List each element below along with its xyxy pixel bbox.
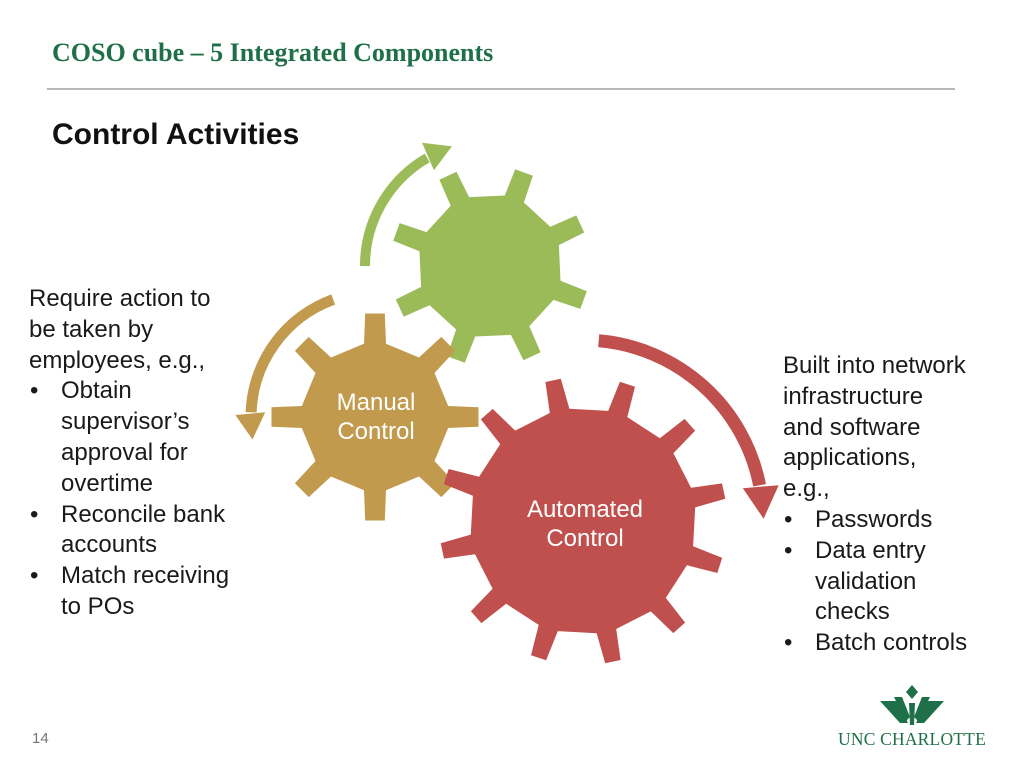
intro-line: Require action to — [29, 285, 211, 312]
manual-control-description: Require action to be taken by employees,… — [29, 284, 284, 623]
list-item: Data entry validation checks — [783, 536, 1013, 628]
logo-wordmark: UNC CHARLOTTE — [838, 729, 986, 749]
gear-automated — [440, 378, 726, 664]
logo-leaf — [906, 685, 918, 699]
intro-line: Built into network — [783, 352, 966, 379]
gear-automated-label-line2: Control — [546, 525, 623, 552]
bullet-line: supervisor’s — [61, 408, 190, 436]
bullet-line: to POs — [61, 592, 135, 620]
bullet-line: Reconcile bank — [61, 500, 226, 528]
logo-leaf — [880, 701, 908, 723]
bullet-line: Obtain — [61, 377, 132, 405]
bullet-line: approval for — [61, 438, 188, 466]
list-item: Batch controls — [783, 628, 1013, 659]
bullet-line: validation — [815, 567, 917, 595]
automated-control-description: Built into network infrastructure and so… — [783, 351, 1013, 659]
intro-line: infrastructure — [783, 382, 924, 410]
list-item: Obtain supervisor’s approval for overtim… — [29, 376, 284, 499]
bullet-line: overtime — [61, 469, 154, 497]
bullet-line: Data entry — [815, 536, 926, 564]
intro-line: be taken by — [29, 315, 154, 343]
arrow-green — [360, 142, 452, 267]
bullet-line: Batch controls — [815, 629, 968, 657]
arrow-red — [598, 334, 779, 519]
bullet-list: Passwords Data entry validation checks B… — [783, 505, 1013, 659]
logo-leaf — [914, 697, 930, 721]
intro-line: e.g., — [783, 475, 830, 503]
list-item: Match receiving to POs — [29, 561, 284, 623]
crown-icon — [880, 685, 944, 725]
title-divider — [47, 88, 955, 90]
arrow-green-arc — [360, 153, 430, 267]
list-item: Passwords — [783, 505, 1013, 536]
gear-manual-label-line1: Manual — [337, 389, 416, 416]
bullet-line: Match receiving — [61, 562, 230, 590]
section-heading: Control Activities — [52, 118, 300, 151]
bullet-list: Obtain supervisor’s approval for overtim… — [29, 376, 284, 622]
logo-leaf — [909, 703, 915, 725]
bullet-line: accounts — [61, 531, 158, 559]
intro-line: and software — [783, 413, 921, 441]
bullet-line: checks — [815, 598, 890, 626]
page-number: 14 — [32, 730, 49, 747]
bullet-line: Passwords — [815, 505, 933, 533]
intro-line: employees, e.g., — [29, 346, 206, 374]
intro-line: applications, — [783, 444, 917, 472]
arrow-red-arc — [598, 334, 766, 487]
unc-charlotte-logo: UNC CHARLOTTE — [832, 683, 992, 753]
slide-title: COSO cube – 5 Integrated Components — [52, 38, 494, 67]
gear-top — [393, 169, 587, 363]
gear-manual-label-line2: Control — [337, 418, 414, 445]
logo-leaf — [916, 701, 944, 723]
arrow-red-head — [742, 485, 779, 519]
gear-automated-label-line1: Automated — [527, 496, 643, 523]
gear-manual — [271, 313, 479, 521]
list-item: Reconcile bank accounts — [29, 500, 284, 562]
arrow-green-head — [422, 142, 452, 171]
logo-leaf — [894, 697, 910, 721]
